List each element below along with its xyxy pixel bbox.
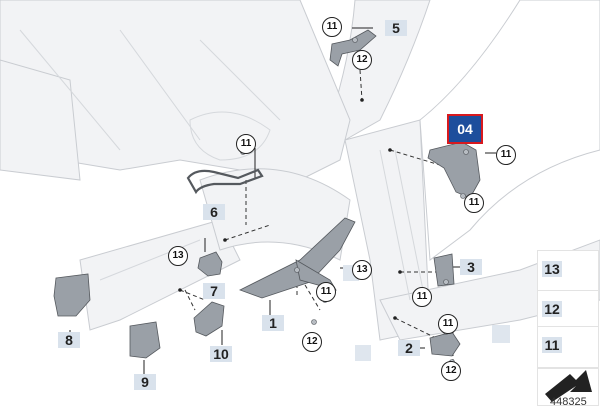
legend-box-arrow xyxy=(537,368,599,406)
callout-13: 13 xyxy=(168,246,188,266)
image-number: 448325 xyxy=(550,396,587,408)
highlight-badge[interactable]: 04 xyxy=(447,114,483,144)
legend-number: 12 xyxy=(542,301,562,317)
callout-11: 11 xyxy=(464,193,484,213)
position-label-2[interactable]: 2 xyxy=(398,340,420,356)
callout-11: 11 xyxy=(438,314,458,334)
position-label-8[interactable]: 8 xyxy=(58,332,80,348)
callout-11: 11 xyxy=(412,287,432,307)
callout-11: 11 xyxy=(496,145,516,165)
callout-11: 11 xyxy=(316,282,336,302)
position-label-9[interactable]: 9 xyxy=(134,374,156,390)
callout-13: 13 xyxy=(352,260,372,280)
callout-12: 12 xyxy=(352,50,372,70)
callout-12: 12 xyxy=(441,361,461,381)
position-label-6[interactable]: 6 xyxy=(203,204,225,220)
legend-number: 11 xyxy=(542,337,562,353)
position-label-1[interactable]: 1 xyxy=(262,315,284,331)
legend-box-13: 13 xyxy=(537,250,599,292)
legend-box-11: 11 xyxy=(537,326,599,368)
callout-12: 12 xyxy=(302,332,322,352)
position-label-10[interactable]: 10 xyxy=(210,346,232,362)
legend-number: 13 xyxy=(542,261,562,277)
position-label-7[interactable]: 7 xyxy=(203,283,225,299)
callout-11: 11 xyxy=(236,134,256,154)
callout-11: 11 xyxy=(322,17,342,37)
position-label-5[interactable]: 5 xyxy=(385,20,407,36)
position-label-3[interactable]: 3 xyxy=(460,259,482,275)
